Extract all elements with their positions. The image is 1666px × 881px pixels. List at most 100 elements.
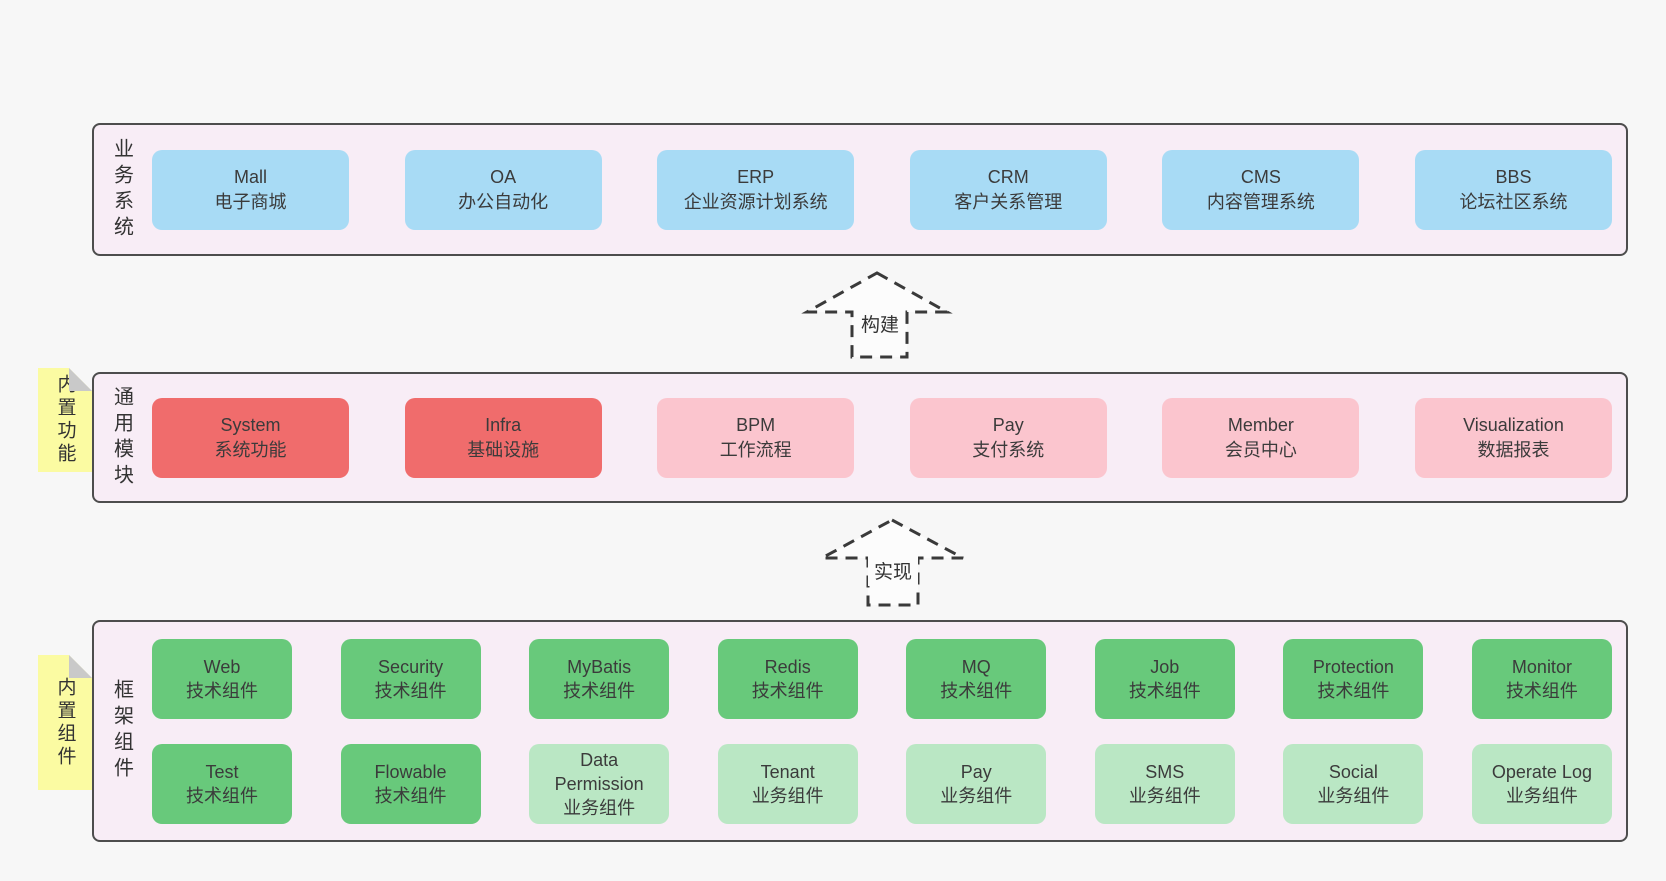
arrow-label-background bbox=[855, 307, 905, 339]
arrow-label-background bbox=[868, 554, 918, 586]
box-cms: CMS 内容管理系统 bbox=[1162, 149, 1360, 230]
box-web: Web 技术组件 bbox=[152, 638, 292, 719]
box-subtitle: 技术组件 bbox=[1505, 680, 1578, 701]
box-title: Tenant bbox=[760, 761, 815, 782]
arrow-implement-label: 实现 bbox=[874, 561, 912, 583]
box-subtitle: 系统功能 bbox=[214, 439, 287, 460]
box-title: Protection bbox=[1312, 656, 1394, 677]
box-title: Redis bbox=[764, 656, 811, 677]
box-subtitle: 技术组件 bbox=[563, 680, 636, 701]
box-title: ERP bbox=[737, 166, 775, 187]
box-subtitle: 客户关系管理 bbox=[954, 191, 1063, 212]
layer-framework-components: 框架组件 Web 技术组件 Security 技术组件 MyBatis 技术组件… bbox=[92, 620, 1628, 842]
box-protection: Protection 技术组件 bbox=[1283, 638, 1424, 719]
box-sms: SMS 业务组件 bbox=[1094, 743, 1235, 824]
box-title: Monitor bbox=[1511, 656, 1572, 677]
box-title: Job bbox=[1150, 656, 1180, 677]
sticky-note-built-in-features: 内置功能 bbox=[38, 368, 92, 472]
box-subtitle: 技术组件 bbox=[1128, 680, 1201, 701]
box-mq: MQ 技术组件 bbox=[906, 638, 1047, 719]
components-rows: Web 技术组件 Security 技术组件 MyBatis 技术组件 Redi… bbox=[144, 638, 1626, 824]
box-test: Test 技术组件 bbox=[152, 743, 292, 824]
box-security: Security 技术组件 bbox=[340, 638, 481, 719]
box-subtitle: 业务组件 bbox=[1505, 785, 1578, 806]
box-subtitle: 业务组件 bbox=[1128, 785, 1201, 806]
box-subtitle: 工作流程 bbox=[719, 439, 792, 460]
box-system: System 系统功能 bbox=[152, 397, 349, 478]
box-erp: ERP 企业资源计划系统 bbox=[657, 149, 855, 230]
box-pay-module: Pay 支付系统 bbox=[909, 397, 1107, 478]
box-mybatis: MyBatis 技术组件 bbox=[529, 638, 670, 719]
box-title: Web bbox=[203, 656, 241, 677]
layer-common-modules: 通用模块 System 系统功能 Infra 基础设施 BPM 工作流程 Pay… bbox=[92, 372, 1628, 503]
box-title: BBS bbox=[1495, 166, 1532, 187]
box-social: Social 业务组件 bbox=[1283, 743, 1424, 824]
box-title: Data Permission bbox=[554, 749, 644, 794]
box-subtitle: 论坛社区系统 bbox=[1459, 191, 1568, 212]
box-title: CRM bbox=[987, 166, 1029, 187]
box-title: Pay bbox=[992, 414, 1024, 435]
box-title: OA bbox=[490, 166, 517, 187]
box-title: Mall bbox=[233, 166, 267, 187]
box-subtitle: 技术组件 bbox=[940, 680, 1013, 701]
box-member: Member 会员中心 bbox=[1162, 397, 1360, 478]
sticky-note-built-in-components: 内置组件 bbox=[38, 655, 92, 790]
box-subtitle: 基础设施 bbox=[467, 439, 540, 460]
box-title: MyBatis bbox=[567, 656, 632, 677]
box-title: Test bbox=[205, 761, 239, 782]
box-tenant: Tenant 业务组件 bbox=[717, 743, 858, 824]
layer-label-business: 业务系统 bbox=[110, 137, 133, 242]
modules-boxes-row: System 系统功能 Infra 基础设施 BPM 工作流程 Pay 支付系统… bbox=[144, 397, 1626, 478]
box-redis: Redis 技术组件 bbox=[717, 638, 858, 719]
box-subtitle: 技术组件 bbox=[186, 680, 258, 701]
box-flowable: Flowable 技术组件 bbox=[340, 743, 481, 824]
arrow-build: 构建 bbox=[801, 271, 953, 359]
box-title: MQ bbox=[961, 656, 991, 677]
box-subtitle: 会员中心 bbox=[1224, 439, 1297, 460]
box-infra: Infra 基础设施 bbox=[404, 397, 602, 478]
layer-label-modules: 通用模块 bbox=[110, 385, 133, 490]
box-title: SMS bbox=[1145, 761, 1185, 782]
box-subtitle: 技术组件 bbox=[751, 680, 824, 701]
box-title: Member bbox=[1227, 414, 1294, 435]
sticky-text: 内置功能 bbox=[54, 374, 76, 466]
box-subtitle: 企业资源计划系统 bbox=[683, 191, 828, 212]
box-subtitle: 电子商城 bbox=[214, 191, 287, 212]
box-subtitle: 办公自动化 bbox=[458, 191, 549, 212]
box-monitor: Monitor 技术组件 bbox=[1471, 638, 1612, 719]
box-title: BPM bbox=[736, 414, 776, 435]
box-subtitle: 内容管理系统 bbox=[1206, 191, 1315, 212]
components-row-1: Web 技术组件 Security 技术组件 MyBatis 技术组件 Redi… bbox=[152, 638, 1612, 719]
arrow-build-label: 构建 bbox=[861, 314, 899, 336]
box-title: CMS bbox=[1240, 166, 1281, 187]
box-pay-component: Pay 业务组件 bbox=[906, 743, 1047, 824]
box-subtitle: 技术组件 bbox=[374, 785, 447, 806]
box-subtitle: 支付系统 bbox=[972, 439, 1045, 460]
box-job: Job 技术组件 bbox=[1094, 638, 1235, 719]
box-subtitle: 业务组件 bbox=[563, 797, 636, 818]
box-bpm: BPM 工作流程 bbox=[657, 397, 855, 478]
box-mall: Mall 电子商城 bbox=[152, 149, 349, 230]
box-subtitle: 业务组件 bbox=[940, 785, 1013, 806]
components-row-2: Test 技术组件 Flowable 技术组件 Data Permission … bbox=[152, 743, 1612, 824]
box-title: Flowable bbox=[374, 761, 447, 782]
sticky-text: 内置组件 bbox=[54, 676, 76, 769]
box-subtitle: 技术组件 bbox=[374, 680, 447, 701]
box-visualization: Visualization 数据报表 bbox=[1414, 397, 1612, 478]
box-operate-log: Operate Log 业务组件 bbox=[1471, 743, 1612, 824]
box-title: Operate Log bbox=[1491, 761, 1592, 782]
box-data-permission: Data Permission 业务组件 bbox=[529, 743, 670, 824]
box-title: System bbox=[220, 414, 281, 435]
box-crm: CRM 客户关系管理 bbox=[909, 149, 1107, 230]
layer-business-systems: 业务系统 Mall 电子商城 OA 办公自动化 ERP 企业资源计划系统 CRM… bbox=[92, 123, 1628, 256]
box-subtitle: 业务组件 bbox=[751, 785, 824, 806]
box-title: Social bbox=[1328, 761, 1378, 782]
box-title: Infra bbox=[485, 414, 522, 435]
arrow-implement: 实现 bbox=[821, 518, 964, 607]
box-title: Visualization bbox=[1463, 414, 1564, 435]
business-boxes-row: Mall 电子商城 OA 办公自动化 ERP 企业资源计划系统 CRM 客户关系… bbox=[144, 149, 1626, 230]
box-subtitle: 技术组件 bbox=[1317, 680, 1390, 701]
box-subtitle: 数据报表 bbox=[1477, 439, 1550, 460]
box-oa: OA 办公自动化 bbox=[404, 149, 602, 230]
box-bbs: BBS 论坛社区系统 bbox=[1414, 149, 1612, 230]
